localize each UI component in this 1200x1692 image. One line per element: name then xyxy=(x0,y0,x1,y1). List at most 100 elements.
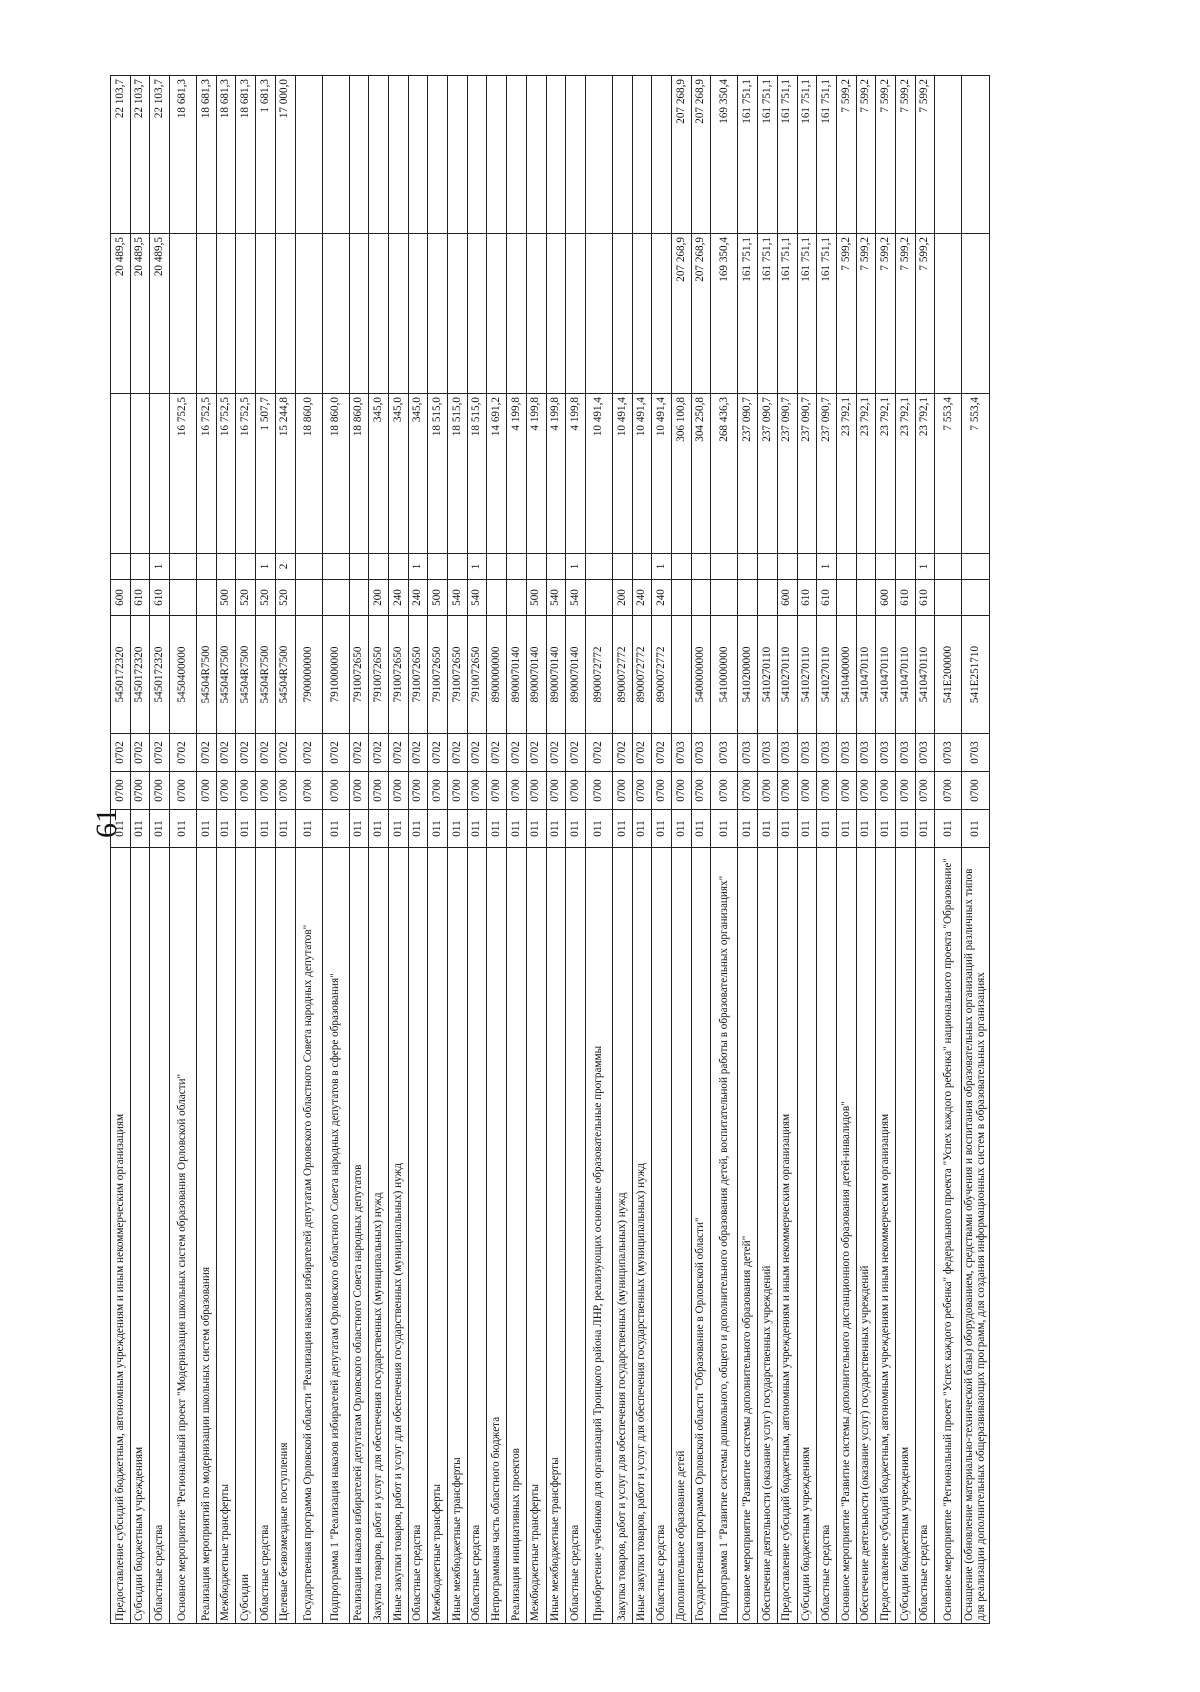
cell-amount-3 xyxy=(295,75,323,234)
cell-name: Субсидии бюджетным учреждениям xyxy=(130,847,150,1624)
cell-admin-code: 011 xyxy=(110,809,131,848)
cell-amount-3: 7 599,2 xyxy=(875,75,896,234)
cell-section: 0700 xyxy=(915,771,935,810)
cell-amount-2: 7 599,2 xyxy=(875,233,896,394)
cell-amount-2: 161 751,1 xyxy=(737,233,758,394)
cell-amount-3 xyxy=(612,75,633,234)
cell-amount-3 xyxy=(585,75,613,234)
cell-source-flag xyxy=(526,553,547,580)
cell-admin-code: 011 xyxy=(388,809,409,848)
cell-amount-1 xyxy=(130,393,150,554)
cell-amount-2 xyxy=(526,233,547,394)
cell-amount-1: 16 752,5 xyxy=(235,393,256,554)
cell-source-flag xyxy=(875,553,896,580)
table-row: Предоставление субсидий бюджетным, автон… xyxy=(777,75,798,1624)
cell-amount-1: 23 792,1 xyxy=(836,393,857,554)
cell-name: Областные средства xyxy=(408,847,428,1624)
cell-admin-code: 011 xyxy=(368,809,389,848)
cell-expense-type xyxy=(506,579,527,616)
cell-subsection: 0703 xyxy=(915,733,935,772)
cell-source-flag xyxy=(671,553,692,580)
cell-amount-2 xyxy=(255,233,276,394)
cell-section: 0700 xyxy=(691,771,711,810)
cell-name: Основное мероприятие "Развитие системы д… xyxy=(737,847,758,1624)
cell-target-article: 8900072772 xyxy=(632,615,652,734)
cell-section: 0700 xyxy=(651,771,672,810)
budget-table: Предоставление субсидий бюджетным, автон… xyxy=(110,75,990,1624)
cell-expense-type: 540 xyxy=(467,579,487,616)
cell-amount-1: 306 100,8 xyxy=(671,393,692,554)
cell-expense-type: 610 xyxy=(149,579,170,616)
cell-name: Предоставление субсидий бюджетным, автон… xyxy=(875,847,896,1624)
cell-target-article: 7910072650 xyxy=(349,615,369,734)
cell-name: Подпрограмма 1 "Реализация наказов избир… xyxy=(322,847,350,1624)
cell-amount-1: 345,0 xyxy=(408,393,428,554)
cell-name: Закупка товаров, работ и услуг для обесп… xyxy=(368,847,389,1624)
cell-expense-type xyxy=(295,579,323,616)
cell-admin-code: 011 xyxy=(216,809,236,848)
cell-section: 0700 xyxy=(632,771,652,810)
cell-name: Субсидии бюджетным учреждениям xyxy=(797,847,817,1624)
cell-target-article: 5410270110 xyxy=(816,615,837,734)
cell-subsection: 0703 xyxy=(671,733,692,772)
cell-name: Реализация наказов избирателей депутатам… xyxy=(349,847,369,1624)
cell-admin-code: 011 xyxy=(585,809,613,848)
cell-admin-code: 011 xyxy=(447,809,468,848)
cell-target-article: 7910072650 xyxy=(427,615,448,734)
cell-section: 0700 xyxy=(295,771,323,810)
cell-expense-type: 600 xyxy=(110,579,131,616)
cell-target-article: 5410000000 xyxy=(710,615,738,734)
cell-subsection: 0703 xyxy=(895,733,916,772)
cell-amount-2 xyxy=(349,233,369,394)
cell-name: Реализация мероприятий по модернизации ш… xyxy=(196,847,217,1624)
cell-section: 0700 xyxy=(427,771,448,810)
cell-amount-1: 7 553,4 xyxy=(961,393,990,554)
cell-source-flag xyxy=(506,553,527,580)
cell-section: 0700 xyxy=(447,771,468,810)
cell-source-flag xyxy=(856,553,876,580)
cell-target-article: 54504R7500 xyxy=(255,615,276,734)
cell-section: 0700 xyxy=(934,771,962,810)
table-row: Основное мероприятие "Развитие системы д… xyxy=(737,75,758,1624)
cell-amount-3: 22 103,7 xyxy=(110,75,131,234)
cell-amount-2 xyxy=(295,233,323,394)
cell-amount-2 xyxy=(408,233,428,394)
cell-subsection: 0702 xyxy=(216,733,236,772)
table-row: Обеспечение деятельности (оказание услуг… xyxy=(856,75,876,1624)
cell-expense-type xyxy=(196,579,217,616)
cell-source-flag: 1 xyxy=(651,553,672,580)
cell-target-article: 54504R7500 xyxy=(216,615,236,734)
cell-target-article: 5410270110 xyxy=(797,615,817,734)
cell-source-flag xyxy=(322,553,350,580)
cell-name: Непрограммная часть областного бюджета xyxy=(486,847,507,1624)
cell-expense-type: 610 xyxy=(895,579,916,616)
cell-section: 0700 xyxy=(816,771,837,810)
cell-source-flag xyxy=(295,553,323,580)
cell-target-article: 8900070140 xyxy=(546,615,566,734)
cell-amount-2: 7 599,2 xyxy=(856,233,876,394)
cell-expense-type: 600 xyxy=(875,579,896,616)
cell-target-article: 5410270110 xyxy=(777,615,798,734)
cell-amount-3: 18 681,3 xyxy=(216,75,236,234)
cell-amount-2: 161 751,1 xyxy=(757,233,778,394)
cell-expense-type xyxy=(169,579,197,616)
cell-section: 0700 xyxy=(408,771,428,810)
cell-subsection: 0702 xyxy=(322,733,350,772)
cell-section: 0700 xyxy=(130,771,150,810)
cell-admin-code: 011 xyxy=(777,809,798,848)
cell-name: Иные закупки товаров, работ и услуг для … xyxy=(388,847,409,1624)
table-row: Закупка товаров, работ и услуг для обесп… xyxy=(368,75,389,1624)
cell-name: Подпрограмма 1 "Развитие системы дошколь… xyxy=(710,847,738,1624)
cell-amount-3: 22 103,7 xyxy=(130,75,150,234)
cell-amount-1: 10 491,4 xyxy=(612,393,633,554)
cell-amount-1: 268 436,3 xyxy=(710,393,738,554)
cell-target-article: 8900070140 xyxy=(526,615,547,734)
cell-expense-type: 500 xyxy=(526,579,547,616)
cell-amount-1: 18 860,0 xyxy=(295,393,323,554)
cell-admin-code: 011 xyxy=(235,809,256,848)
